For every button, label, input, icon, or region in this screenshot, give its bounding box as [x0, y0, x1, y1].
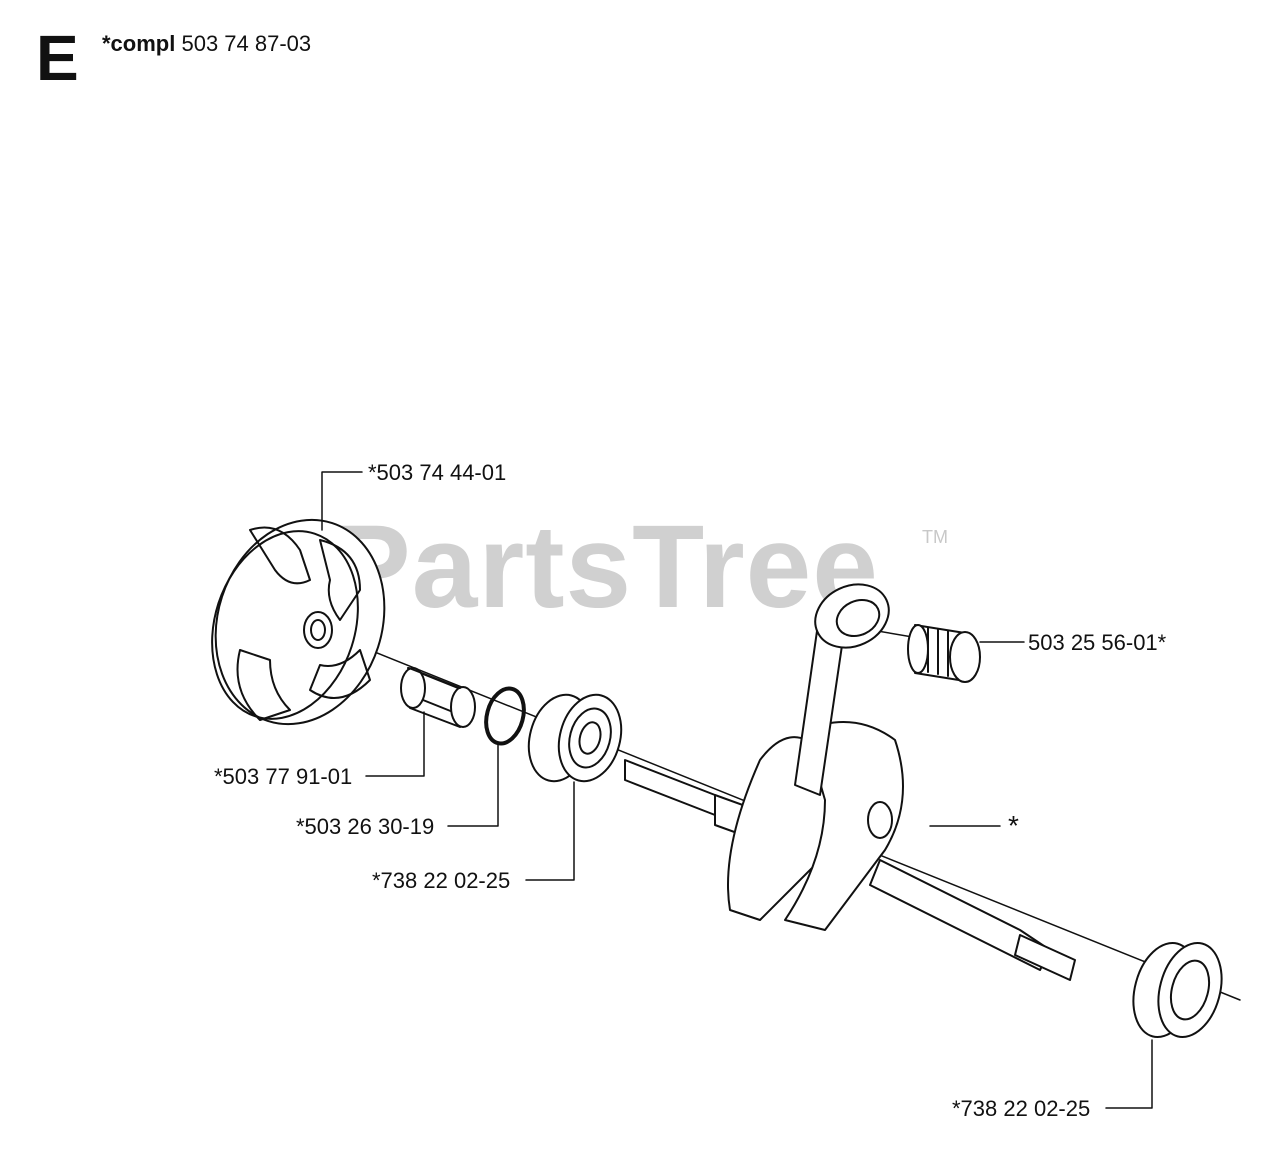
callout-clutch: *503 74 44-01 [368, 460, 507, 485]
leader-o-ring [447, 741, 499, 827]
leader-clutch [321, 471, 363, 531]
section-letter: E [36, 22, 79, 94]
callout-crankshaft: * [1008, 810, 1019, 841]
leader-ball-bearing-left [525, 781, 575, 881]
needle-bearing-drawing [907, 624, 981, 683]
callout-needle-bearing: 503 25 56-01* [1028, 630, 1167, 655]
callout-o-ring: *503 26 30-19 [296, 814, 435, 839]
bushing-drawing [400, 667, 476, 728]
assembly-part-number: 503 74 87-03 [181, 31, 312, 56]
callout-bushing: *503 77 91-01 [214, 764, 353, 789]
assembly-prefix: *compl [102, 31, 176, 56]
watermark-trademark: TM [922, 527, 948, 547]
assembly-number: *compl 503 74 87-03 [102, 33, 311, 55]
ball-bearing-left-drawing [527, 693, 623, 783]
clutch-drawing [211, 518, 386, 726]
crankshaft-drawing [624, 583, 1076, 981]
callout-ball-bearing-left: *738 22 02-25 [372, 868, 511, 893]
callout-ball-bearing-right: *738 22 02-25 [952, 1096, 1091, 1121]
leader-ball-bearing-right [1105, 1039, 1153, 1109]
leader-bushing [365, 711, 425, 777]
ball-bearing-right-drawing [1132, 941, 1223, 1039]
watermark-logo: PartsTree [332, 501, 879, 633]
o-ring-drawing [484, 686, 526, 746]
